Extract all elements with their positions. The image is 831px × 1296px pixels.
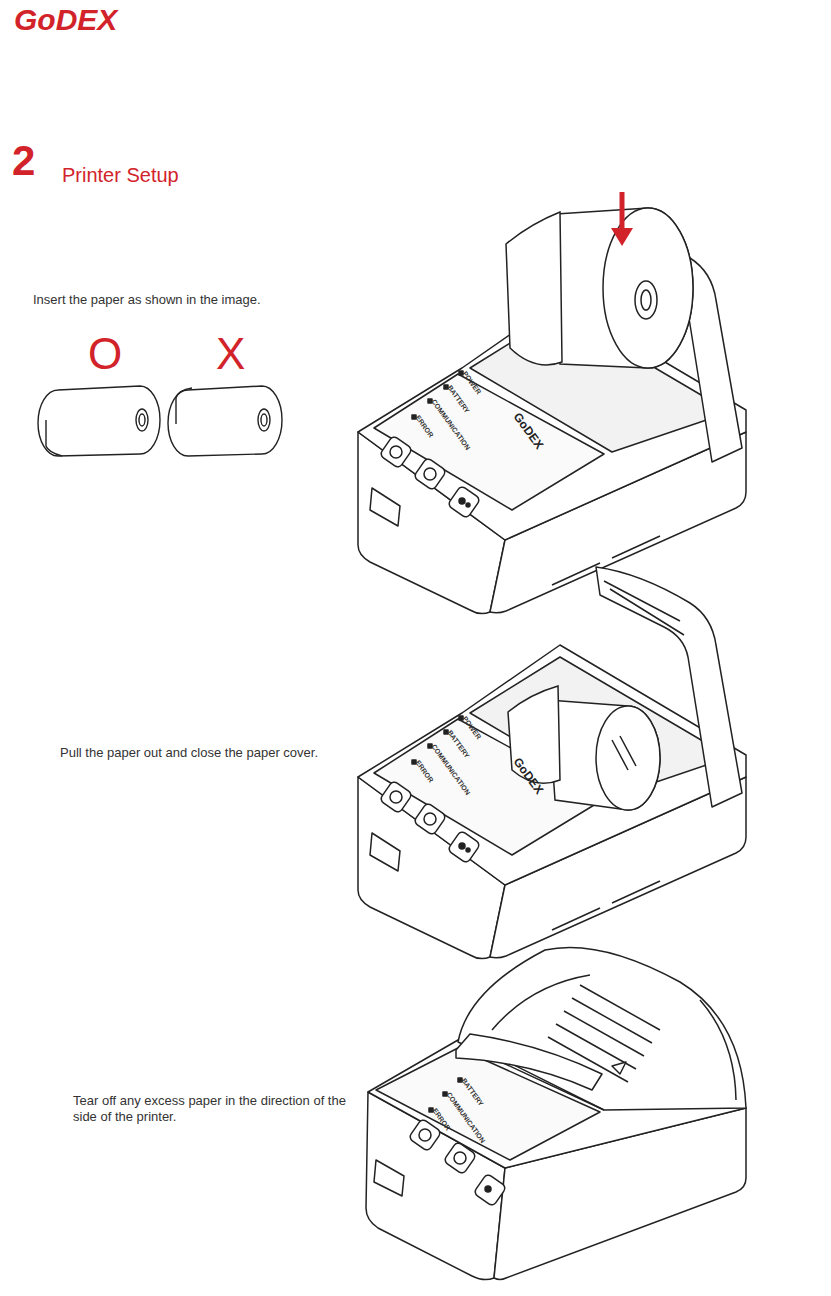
open-mark xyxy=(612,1062,626,1074)
roll-core xyxy=(641,290,651,310)
roll-end xyxy=(596,706,660,810)
correct-roll-flap xyxy=(46,420,62,456)
wrong-roll xyxy=(168,386,282,456)
section-title: Printer Setup xyxy=(62,163,179,187)
bluetooth-icon xyxy=(454,1152,466,1164)
roll-examples xyxy=(38,386,282,456)
roll-holder xyxy=(612,736,636,770)
roll-body xyxy=(548,700,660,810)
instruction-text: Insert the paper as shown in the image. xyxy=(33,292,261,308)
arrow-head xyxy=(611,228,633,246)
feed-button xyxy=(473,1173,506,1206)
feed-icon xyxy=(485,1186,491,1192)
section-number: 2 xyxy=(12,136,35,186)
roll-core xyxy=(258,409,270,431)
arrow-shaft xyxy=(620,192,625,230)
roll-end xyxy=(603,208,693,368)
bluetooth-button xyxy=(443,1141,476,1174)
roll-core xyxy=(261,414,267,426)
paper-roll-1 xyxy=(506,208,693,368)
power-button xyxy=(408,1118,441,1151)
logo-text: GoDEX xyxy=(14,2,117,38)
instruction-text: Tear off any excess paper in the directi… xyxy=(73,1093,353,1124)
correct-roll xyxy=(38,386,160,456)
insert-arrow xyxy=(611,192,633,246)
port-slot xyxy=(374,1160,404,1196)
roll-core xyxy=(136,409,148,431)
roll-core xyxy=(139,414,145,426)
wrong-mark: X xyxy=(216,328,245,381)
printer-closed xyxy=(366,947,746,1279)
power-icon xyxy=(419,1129,431,1141)
wrong-roll-flap xyxy=(176,388,192,424)
paper-sheet xyxy=(506,212,562,365)
roll-core xyxy=(635,281,657,319)
paper-strip xyxy=(456,1034,602,1090)
paper-roll-2 xyxy=(508,686,660,810)
correct-mark: O xyxy=(88,328,122,381)
roll-body xyxy=(556,208,693,368)
instruction-text: Pull the paper out and close the paper c… xyxy=(60,745,318,761)
printer-loaded xyxy=(358,567,746,959)
